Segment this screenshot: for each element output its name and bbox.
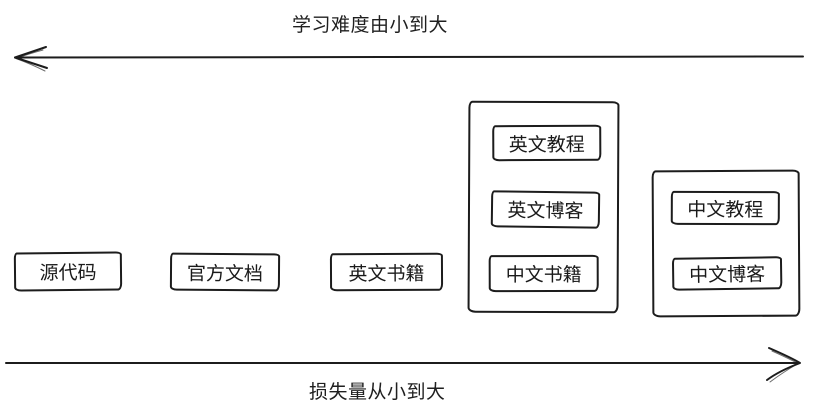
box-english-books: 英文书籍 — [329, 252, 444, 292]
left-arrow-icon — [14, 46, 804, 72]
box-english-blogs: 英文博客 — [490, 190, 601, 229]
box-chinese-tutorials-label: 中文教程 — [687, 199, 764, 221]
top-axis-label: 学习难度由小到大 — [292, 15, 449, 36]
box-english-tutorials: 英文教程 — [492, 124, 602, 162]
box-chinese-blogs: 中文博客 — [671, 256, 783, 291]
box-chinese-books: 中文书籍 — [488, 254, 599, 293]
group-box-english-mixed: 英文教程 英文博客 中文书籍 — [467, 100, 620, 314]
box-official-docs: 官方文档 — [169, 252, 281, 292]
box-chinese-books-label: 中文书籍 — [505, 264, 582, 287]
box-english-blogs-label: 英文博客 — [507, 200, 584, 223]
box-source-code: 源代码 — [13, 251, 123, 292]
box-english-tutorials-label: 英文教程 — [508, 134, 585, 156]
box-source-code-label: 源代码 — [39, 262, 97, 285]
box-chinese-tutorials: 中文教程 — [670, 190, 780, 226]
box-english-books-label: 英文书籍 — [348, 263, 425, 285]
box-official-docs-label: 官方文档 — [186, 263, 264, 285]
bottom-axis-label: 损失量从小到大 — [309, 382, 446, 403]
right-arrow-icon — [5, 347, 801, 383]
box-chinese-blogs-label: 中文博客 — [689, 264, 766, 287]
group-box-chinese: 中文教程 中文博客 — [651, 169, 801, 318]
